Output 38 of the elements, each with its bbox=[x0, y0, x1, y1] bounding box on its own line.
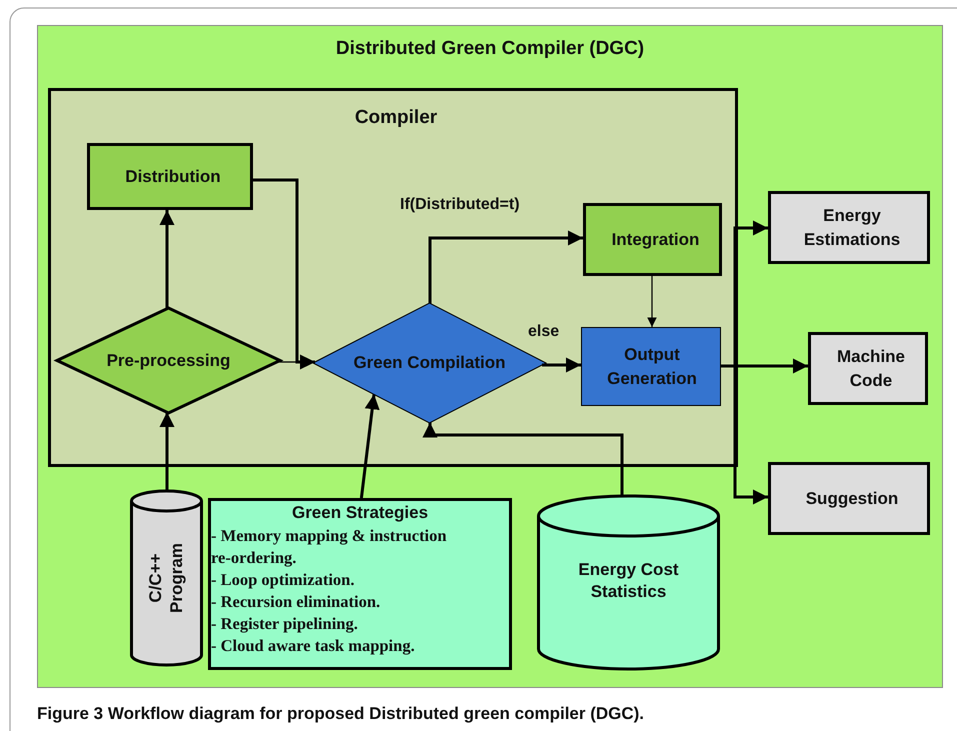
node-label: C/C++ Program bbox=[145, 542, 187, 615]
box-heading: Green Strategies bbox=[290, 502, 430, 524]
diagram-title: Distributed Green Compiler (DGC) bbox=[334, 38, 646, 60]
output-box bbox=[768, 462, 930, 535]
node-label: Green Compilation bbox=[352, 352, 507, 374]
arrow bbox=[160, 412, 174, 490]
arrow bbox=[360, 394, 380, 498]
node-label: Machine Code bbox=[836, 346, 906, 392]
arrow bbox=[542, 358, 581, 372]
arrow bbox=[422, 422, 624, 495]
node-label: Pre-processing bbox=[106, 350, 232, 372]
figure-caption: Figure 3 Workflow diagram for proposed Distributed green compiler (DGC). bbox=[37, 704, 644, 724]
list-item: - Loop optimization. bbox=[211, 569, 356, 591]
output-box bbox=[768, 191, 930, 264]
arrow bbox=[253, 178, 315, 370]
group-heading: Compiler bbox=[354, 107, 438, 129]
edge-label: If(Distributed=t) bbox=[400, 196, 520, 214]
process-box bbox=[583, 203, 722, 276]
node-label: Output Generation bbox=[606, 344, 698, 390]
arrow bbox=[160, 210, 174, 309]
node-label: Energy Estimations bbox=[802, 204, 902, 250]
list-item: - Register pipelining. bbox=[211, 613, 359, 635]
edge-label: else bbox=[528, 323, 560, 341]
arrow bbox=[428, 230, 583, 304]
strategy-box bbox=[208, 498, 512, 670]
panel-background bbox=[48, 88, 738, 467]
arrow bbox=[647, 276, 657, 327]
node-label: Suggestion bbox=[804, 488, 900, 510]
list-item: - Memory mapping & instruction re-ordering. bbox=[211, 525, 448, 569]
node-label: Integration bbox=[610, 228, 700, 251]
list-item: - Cloud aware task mapping. bbox=[211, 635, 416, 657]
node-label: Distribution bbox=[124, 166, 222, 188]
output-box bbox=[808, 332, 928, 405]
arrow bbox=[276, 357, 315, 367]
process-box bbox=[87, 143, 253, 210]
process-box bbox=[581, 327, 721, 406]
node-label: Energy Cost Statistics bbox=[577, 559, 680, 603]
list-item: - Recursion elimination. bbox=[211, 591, 382, 613]
